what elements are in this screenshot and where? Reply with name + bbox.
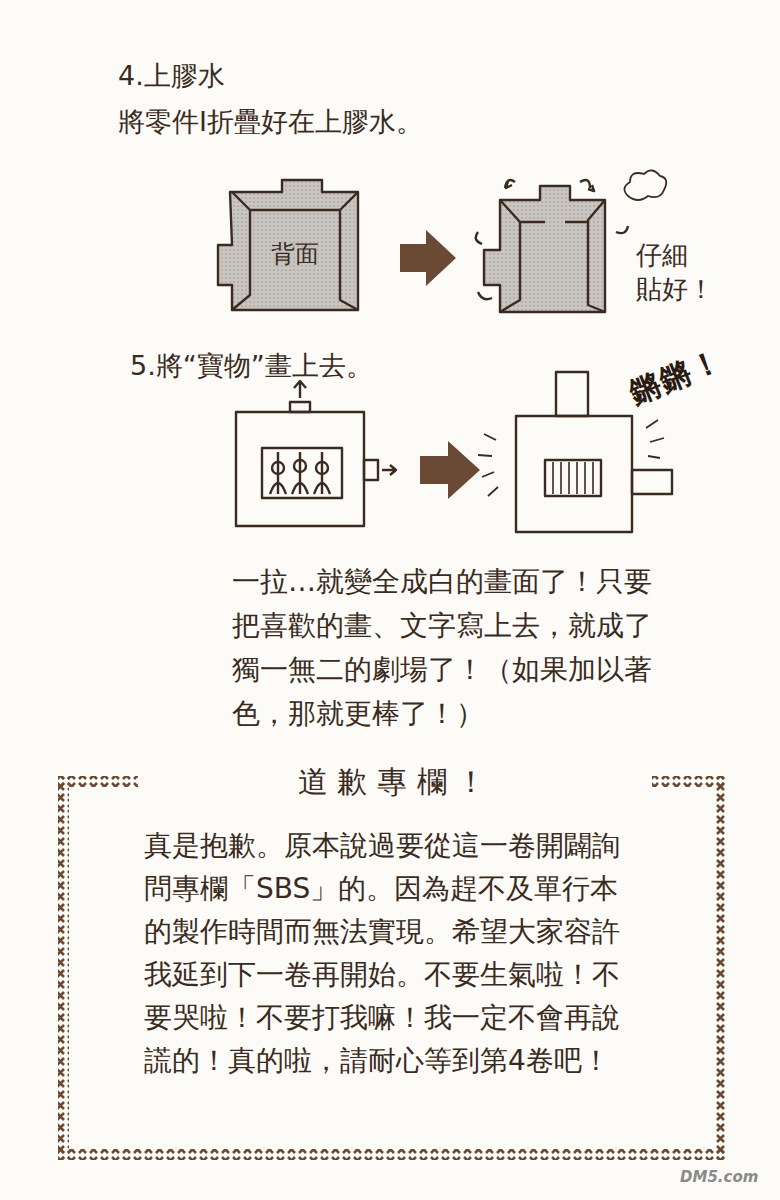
face-label: 背面 [252, 212, 338, 296]
part-face: 背面 [252, 212, 338, 296]
step-heading: 4.上膠水 [118, 58, 225, 94]
box-body: 真是抱歉。原本說過要從這一卷開闢詢問專欄「SBS」的。因為趕不及單行本的製作時間… [144, 824, 628, 1082]
box-heading: 道 歉 專 欄 ！ [148, 764, 636, 800]
step-heading: 5.將“寶物”畫上去。 [130, 348, 373, 384]
watermark: DM5.com [680, 1168, 758, 1186]
sound-effect: 鏘鏘！ [624, 340, 729, 415]
step-note: 將零件I折疊好在上膠水。 [118, 104, 423, 140]
callout-note: 仔細 貼好！ [636, 238, 720, 306]
description: 一拉…就變全成白的畫面了！只要把喜歡的畫、文字寫上去，就成了獨一無二的劇場了！（… [232, 560, 656, 736]
apology-box: 道 歉 專 欄 ！真是抱歉。原本說過要從這一卷開闢詢問專欄「SBS」的。因為趕不… [58, 776, 726, 1160]
